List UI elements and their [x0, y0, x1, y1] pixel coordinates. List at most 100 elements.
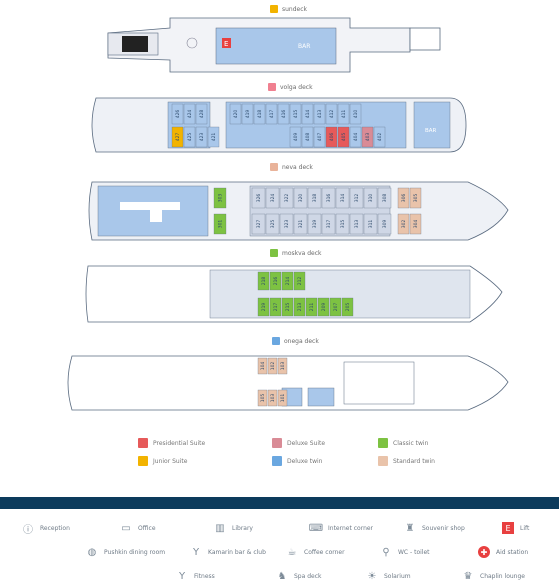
svg-text:315: 315	[340, 220, 346, 229]
internet-icon: ⌨	[308, 522, 324, 534]
facility-lounge: ♛Chaplin lounge	[463, 570, 525, 582]
svg-text:423: 423	[199, 133, 205, 142]
cabin-303: 303	[213, 187, 227, 209]
svg-text:415: 415	[293, 110, 299, 119]
lift-icon: E	[502, 522, 514, 534]
onega-deck-text: onega deck	[284, 337, 319, 345]
bar-icon: Y	[192, 546, 200, 558]
cabin-314: 314	[335, 187, 350, 209]
svg-text:218: 218	[261, 277, 267, 286]
cabin-209: 209	[317, 297, 330, 317]
cabin-218: 218	[257, 271, 270, 291]
cabin-418: 418	[253, 103, 266, 125]
cabin-327: 327	[251, 213, 266, 235]
cabin-302: 302	[397, 213, 410, 235]
facility-internet: ⌨Internet corner	[308, 522, 374, 534]
cabin-416: 416	[277, 103, 290, 125]
coffee-icon: ☕	[287, 546, 297, 558]
cabin-427: 427	[171, 126, 184, 148]
facility-dining: ◍Pushkin dining room	[87, 546, 166, 558]
svg-text:102: 102	[270, 362, 276, 371]
svg-text:302: 302	[401, 220, 407, 229]
moskva-deck-badge	[270, 249, 278, 257]
cabin-412: 412	[325, 103, 338, 125]
cabin-301: 301	[213, 213, 227, 235]
legend-junior-suite: Junior Suite	[138, 456, 187, 466]
cabin-417: 417	[265, 103, 278, 125]
cabin-309: 309	[377, 213, 392, 235]
svg-text:419: 419	[245, 110, 251, 119]
svg-text:317: 317	[326, 220, 332, 229]
cabin-426: 426	[171, 103, 184, 125]
facility-aid: ✚Aid station	[478, 546, 528, 558]
svg-text:216: 216	[273, 277, 279, 286]
svg-text:103: 103	[280, 362, 286, 371]
svg-text:319: 319	[312, 220, 318, 229]
cabin-320: 320	[293, 187, 308, 209]
cabin-214: 214	[281, 271, 294, 291]
cabin-104-top: 104	[257, 357, 268, 375]
cabin-424: 424	[183, 103, 196, 125]
svg-text:306: 306	[401, 194, 407, 203]
svg-text:421: 421	[211, 133, 217, 142]
svg-text:305: 305	[413, 194, 419, 203]
facility-office: ▭Office	[121, 522, 156, 534]
svg-text:404: 404	[353, 133, 359, 142]
cabin-306: 306	[397, 187, 410, 209]
svg-text:326: 326	[256, 194, 262, 203]
cabin-207: 207	[329, 297, 342, 317]
neva-deck-badge	[270, 163, 278, 171]
svg-text:425: 425	[187, 133, 193, 142]
cabin-319: 319	[307, 213, 322, 235]
cabin-428: 428	[195, 103, 208, 125]
legend-deluxe-twin: Deluxe twin	[272, 456, 322, 466]
svg-text:308: 308	[382, 194, 388, 203]
moskva-deck-text: moskva deck	[282, 249, 322, 257]
svg-text:408: 408	[305, 133, 311, 142]
svg-text:407: 407	[317, 133, 323, 142]
aid-icon: ✚	[478, 546, 490, 558]
cabin-402: 402	[373, 126, 386, 148]
cabin-324: 324	[265, 187, 280, 209]
svg-text:312: 312	[354, 194, 360, 203]
svg-text:318: 318	[312, 194, 318, 203]
cabin-103-bottom: 103	[267, 389, 278, 407]
cabin-304: 304	[409, 213, 422, 235]
cabin-316: 316	[321, 187, 336, 209]
svg-text:217: 217	[273, 303, 279, 312]
svg-text:402: 402	[377, 133, 383, 142]
svg-text:105: 105	[260, 394, 266, 403]
cabin-411: 411	[337, 103, 350, 125]
svg-text:314: 314	[340, 194, 346, 203]
sun-bar-label: BAR	[298, 43, 310, 50]
svg-text:322: 322	[284, 194, 290, 203]
cabin-205: 205	[341, 297, 354, 317]
svg-text:214: 214	[285, 277, 291, 286]
svg-text:321: 321	[298, 220, 304, 229]
deck-label-onega: onega deck	[272, 337, 319, 345]
svg-text:327: 327	[256, 220, 262, 229]
dining-icon: ◍	[87, 546, 97, 558]
cabin-403: 403	[361, 126, 374, 148]
svg-text:301: 301	[218, 220, 224, 229]
svg-text:E: E	[224, 40, 228, 48]
cabin-420: 420	[229, 103, 242, 125]
lounge-icon: ♛	[463, 570, 473, 582]
svg-text:420: 420	[233, 110, 239, 119]
cabin-310: 310	[363, 187, 378, 209]
legend-presidential: Presidential Suite	[138, 438, 205, 448]
volga-deck-badge	[268, 83, 276, 91]
svg-text:411: 411	[341, 110, 347, 119]
cabin-406: 406	[325, 126, 338, 148]
facility-library: ▥Library	[215, 522, 253, 534]
volga-deck-text: volga deck	[280, 83, 313, 91]
cabin-212: 212	[293, 271, 306, 291]
cabin-419: 419	[241, 103, 254, 125]
svg-text:414: 414	[305, 110, 311, 119]
svg-text:428: 428	[199, 110, 205, 119]
